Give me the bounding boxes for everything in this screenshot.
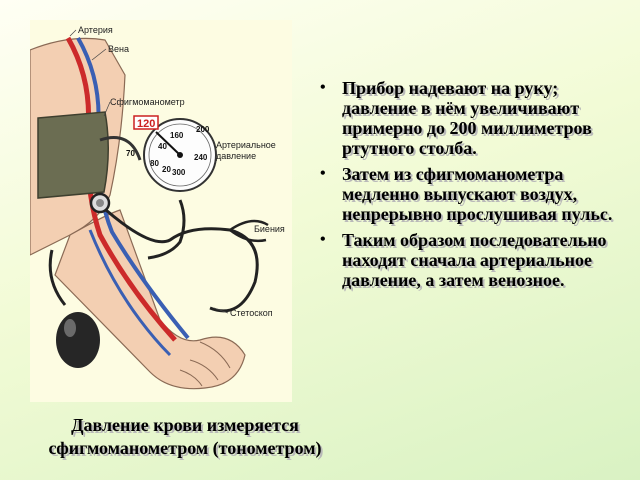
leader-vein [91, 48, 107, 61]
label-sphygmomanometer: Сфигмоманометр [110, 97, 185, 107]
stethoscope-tube-2 [147, 199, 186, 260]
label-vein: Вена [108, 44, 129, 54]
caption-line-1: Давление крови измеряется [71, 415, 299, 435]
pressure-readout-box [133, 115, 159, 130]
vein-vessel-branch [88, 229, 172, 357]
gauge-tick-70: 70 [126, 149, 135, 158]
gauge-tick-300: 300 [172, 168, 186, 177]
leader-sphygmomanometer [103, 101, 111, 117]
blood-pressure-illustration: 40 80 160 200 240 300 20 70 120 Артерия … [30, 20, 292, 402]
label-stethoscope: Стетоскоп [230, 308, 273, 318]
caption: Давление крови измеряется сфигмоманометр… [10, 414, 360, 460]
arm-diagram: 40 80 160 200 240 300 20 70 120 Артерия … [30, 25, 285, 390]
bullet-item-2: Затем из сфигмоманометра медленно выпуск… [318, 164, 624, 224]
cuff-shape [37, 111, 110, 199]
gauge-tick-80: 80 [150, 159, 159, 168]
forearm-shape [54, 209, 246, 390]
label-arterial-pressure-line2: давление [216, 151, 256, 161]
label-artery: Артерия [78, 25, 113, 35]
gauge-inner-ring [148, 123, 212, 187]
gauge-tube [99, 136, 142, 161]
bullet-list: Прибор надевают на руку; давление в нём … [318, 78, 624, 296]
gauge-needle [155, 131, 181, 156]
chestpiece-center [96, 199, 104, 207]
gauge-tick-20: 20 [162, 165, 171, 174]
caption-line-2: сфигмоманометром (тонометром) [48, 438, 322, 458]
leader-artery [69, 29, 77, 37]
pump-bulb [56, 312, 100, 368]
gauge-tick-240: 240 [194, 153, 208, 162]
gauge-tick-40: 40 [158, 142, 167, 151]
bullet-item-1: Прибор надевают на руку; давление в нём … [318, 78, 624, 158]
gauge-tick-200: 200 [196, 125, 210, 134]
pressure-readout: 120 [137, 118, 155, 130]
gauge-pivot [177, 152, 183, 158]
stethoscope-earpieces [229, 219, 269, 243]
gauge-tick-160: 160 [170, 131, 184, 140]
leader-stethoscope [213, 307, 229, 314]
artery-vessel [65, 36, 177, 342]
bulb-hose [48, 249, 67, 306]
pump-bulb-highlight [64, 319, 76, 337]
label-beats: Биения [254, 224, 285, 234]
hand-fingers [179, 341, 231, 387]
label-arterial-pressure-line1: Артериальное [216, 140, 276, 150]
bullet-item-3: Таким образом последовательно находят сн… [318, 230, 624, 290]
